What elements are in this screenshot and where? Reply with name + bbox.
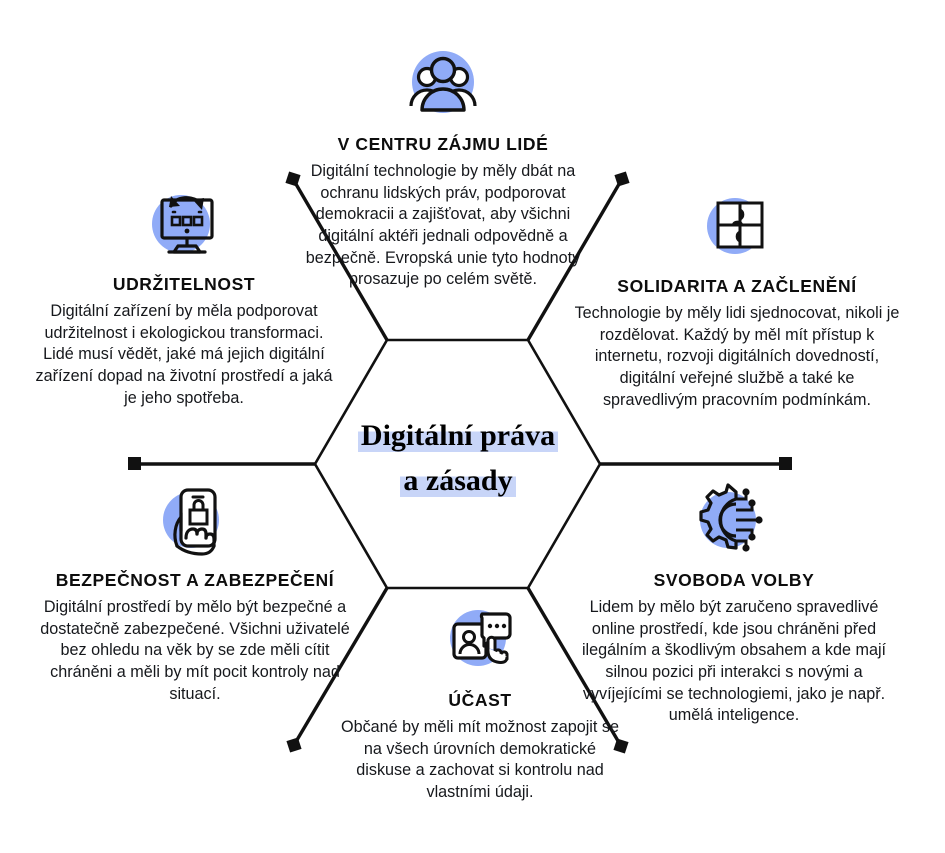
connector-left: [128, 457, 315, 470]
connector-bottom-right: [526, 587, 629, 754]
section-people: V CENTRU ZÁJMU LIDÉ Digitální technologi…: [288, 44, 598, 291]
gear-circuit-ai-icon: [566, 480, 902, 564]
phone-lock-hand-icon: [30, 480, 360, 564]
puzzle-pieces-icon: [572, 186, 902, 270]
connector-top-right: [526, 171, 630, 341]
section-solidarity: SOLIDARITA A ZAČLENĚNÍ Technologie by mě…: [572, 186, 902, 411]
section-body-sustainability: Digitální zařízení by měla podporovat ud…: [35, 301, 333, 407]
monitor-recycle-icon: [28, 184, 340, 268]
section-security: BEZPEČNOST A ZABEZPEČENÍ Digitální prost…: [30, 480, 360, 705]
people-group-icon: [288, 44, 598, 128]
section-title-sustainability: UDRŽITELNOST: [112, 274, 256, 294]
center-title: Digitální práva a zásady: [315, 415, 601, 502]
center-title-line1: Digitální práva: [357, 419, 559, 452]
connector-right: [600, 457, 792, 470]
section-sustainability: UDRŽITELNOST Digitální zařízení by měla …: [28, 184, 340, 409]
section-body-participation: Občané by měli mít možnost zapojit se na…: [340, 717, 619, 801]
section-body-security: Digitální prostředí by mělo být bezpečné…: [40, 597, 350, 703]
person-chat-click-icon: [340, 600, 620, 684]
section-title-people: V CENTRU ZÁJMU LIDÉ: [337, 134, 549, 154]
connector-top-left: [285, 171, 389, 341]
section-body-solidarity: Technologie by měly lidi sjednocovat, ni…: [574, 303, 900, 409]
section-title-solidarity: SOLIDARITA A ZAČLENĚNÍ: [617, 276, 857, 296]
connector-bottom-left: [286, 587, 389, 753]
section-body-freedom: Lidem by mělo být zaručeno spravedlivé o…: [581, 597, 887, 725]
section-title-freedom: SVOBODA VOLBY: [653, 570, 815, 590]
section-freedom: SVOBODA VOLBY Lidem by mělo být zaručeno…: [566, 480, 902, 727]
section-body-people: Digitální technologie by měly dbát na oc…: [305, 161, 581, 289]
center-title-line2: a zásady: [400, 463, 516, 497]
section-title-participation: ÚČAST: [448, 690, 512, 710]
section-title-security: BEZPEČNOST A ZABEZPEČENÍ: [55, 570, 335, 590]
section-participation: ÚČAST Občané by měli mít možnost zapojit…: [340, 600, 620, 804]
